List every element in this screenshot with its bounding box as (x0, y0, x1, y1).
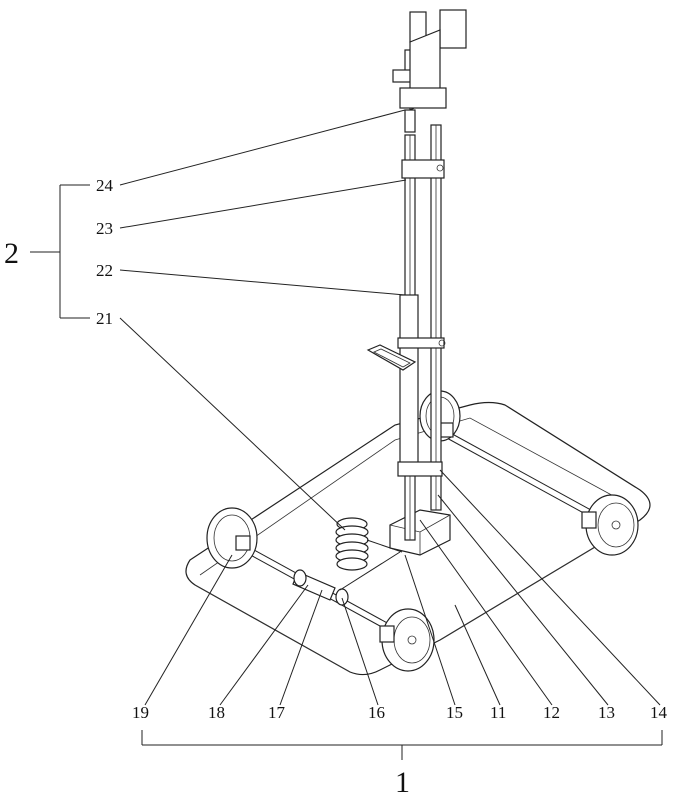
collar-upper (402, 160, 444, 178)
callout-21: 21 (96, 309, 113, 328)
group-1-bracket (142, 730, 662, 760)
callout-11: 11 (490, 703, 506, 722)
right-column (431, 125, 441, 510)
callout-12: 12 (543, 703, 560, 722)
group-label-1: 1 (395, 766, 410, 799)
callout-13: 13 (598, 703, 615, 722)
group-label-2: 2 (4, 237, 19, 270)
wheel-front-left (207, 508, 257, 568)
callout-18: 18 (208, 703, 225, 722)
top-head (393, 10, 466, 132)
callout-24: 24 (96, 176, 114, 195)
callout-22: 22 (96, 261, 113, 280)
callout-23: 23 (96, 219, 113, 238)
callout-16: 16 (368, 703, 385, 722)
callout-15: 15 (446, 703, 463, 722)
inner-sleeve (400, 295, 418, 475)
collar-lower (398, 462, 442, 476)
callout-17: 17 (268, 703, 286, 722)
group-2-bracket (30, 185, 90, 318)
callout-19: 19 (132, 703, 149, 722)
callout-14: 14 (650, 703, 668, 722)
collar-mid (398, 338, 445, 348)
